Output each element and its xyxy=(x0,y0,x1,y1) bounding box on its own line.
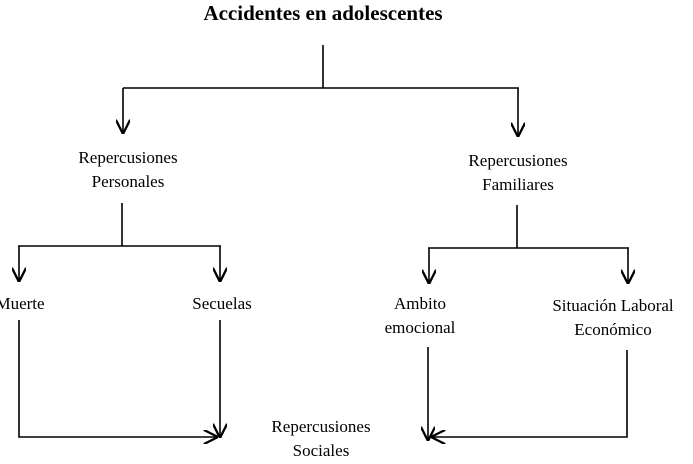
node-sociales-line2: Sociales xyxy=(292,441,350,460)
node-familiares-line2: Familiares xyxy=(482,175,554,194)
node-ambito: Ambito emocional xyxy=(385,292,456,340)
node-secuelas: Secuelas xyxy=(192,294,252,313)
node-familiares: Repercusiones Familiares xyxy=(468,149,567,197)
arrow-situacion-to-sociales xyxy=(431,350,628,437)
node-personales-line1: Repercusiones xyxy=(78,148,178,167)
node-personales: Repercusiones Personales xyxy=(78,146,177,194)
node-familiares-line1: Repercusiones xyxy=(468,151,568,170)
arrow-muerte-to-sociales xyxy=(18,320,218,437)
node-situacion: Situación Laboral Económico xyxy=(552,294,673,342)
node-ambito-line2: emocional xyxy=(384,318,456,337)
node-sociales-line1: Repercusiones xyxy=(271,417,371,436)
diagram-title: Accidentes en adolescentes xyxy=(203,1,443,25)
node-situacion-line2: Económico xyxy=(574,320,652,339)
node-sociales: Repercusiones Sociales xyxy=(271,415,370,463)
node-ambito-line1: Ambito xyxy=(394,294,446,313)
node-muerte: Muerte xyxy=(0,294,45,313)
node-personales-line2: Personales xyxy=(91,172,165,191)
node-situacion-line1: Situación Laboral xyxy=(552,296,674,315)
